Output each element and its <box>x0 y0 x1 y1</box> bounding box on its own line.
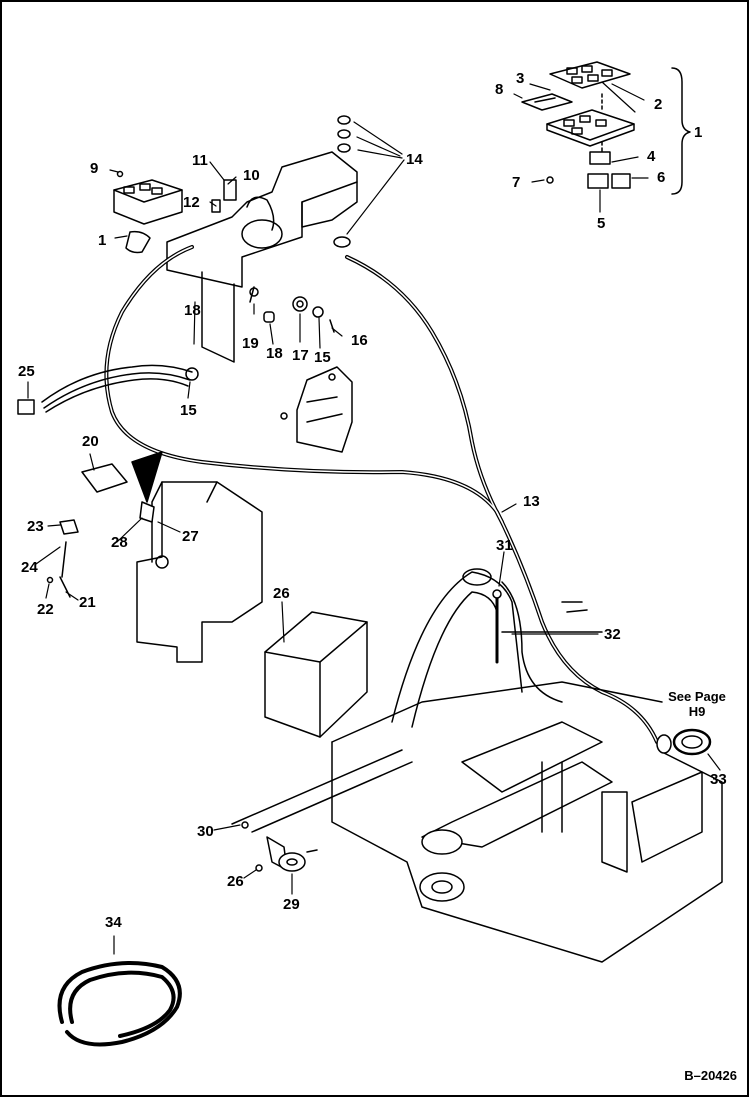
callout-1-pod: 1 <box>98 232 107 249</box>
callout-29: 29 <box>283 896 300 913</box>
grommet-33 <box>656 728 712 756</box>
callout-14: 14 <box>406 151 423 168</box>
callout-32: 32 <box>604 626 621 643</box>
control-pod <box>113 115 358 363</box>
lower-left-bracket <box>46 451 263 663</box>
sensor-rod-32 <box>492 589 603 664</box>
callout-25: 25 <box>18 363 35 380</box>
callout-8: 8 <box>495 81 504 98</box>
callout-34: 34 <box>105 914 122 931</box>
callout-7: 7 <box>512 174 521 191</box>
callout-5: 5 <box>597 215 606 232</box>
callout-15-lower: 15 <box>180 402 197 419</box>
wire-harness-13-inner <box>105 246 658 743</box>
callout-2: 2 <box>654 96 663 113</box>
callout-9: 9 <box>90 160 99 177</box>
callout-12: 12 <box>183 194 200 211</box>
see-page-label: See Page <box>668 689 726 704</box>
see-page-number: H9 <box>688 703 706 719</box>
callout-23: 23 <box>27 518 44 535</box>
cover-box-26 <box>264 611 368 738</box>
callout-18-lower: 18 <box>266 345 283 362</box>
callout-27: 27 <box>182 528 199 545</box>
callout-13: 13 <box>523 493 540 510</box>
callout-11: 11 <box>192 152 208 169</box>
callout-21: 21 <box>79 594 96 611</box>
wire-harness-25 <box>17 364 193 415</box>
callout-24: 24 <box>21 559 38 576</box>
leader-lines <box>27 81 721 955</box>
hose-coil-34 <box>57 961 182 1047</box>
switch-assembly-exploded <box>521 61 691 195</box>
callout-28: 28 <box>111 534 128 551</box>
callout-18-upper: 18 <box>184 302 201 319</box>
see-page-note: See Page H9 <box>662 689 732 720</box>
callout-33: 33 <box>710 771 727 788</box>
callout-30: 30 <box>197 823 214 840</box>
callout-3: 3 <box>516 70 525 87</box>
callout-20: 20 <box>82 433 99 450</box>
horn-assembly-29 <box>241 821 318 872</box>
callout-26-upper: 26 <box>273 585 290 602</box>
machine-chassis <box>231 568 723 963</box>
drawing-number: B–20426 <box>684 1068 737 1083</box>
callout-15-upper: 15 <box>314 349 331 366</box>
callout-10: 10 <box>243 167 260 184</box>
callout-31: 31 <box>496 537 513 554</box>
callout-17: 17 <box>292 347 309 364</box>
callout-6: 6 <box>657 169 666 186</box>
callout-19: 19 <box>242 335 259 352</box>
mounting-bracket <box>185 286 353 453</box>
callout-16: 16 <box>351 332 368 349</box>
callout-22: 22 <box>37 601 54 618</box>
callout-1: 1 <box>694 124 703 141</box>
callout-4: 4 <box>647 148 656 165</box>
callout-26-lower: 26 <box>227 873 244 890</box>
